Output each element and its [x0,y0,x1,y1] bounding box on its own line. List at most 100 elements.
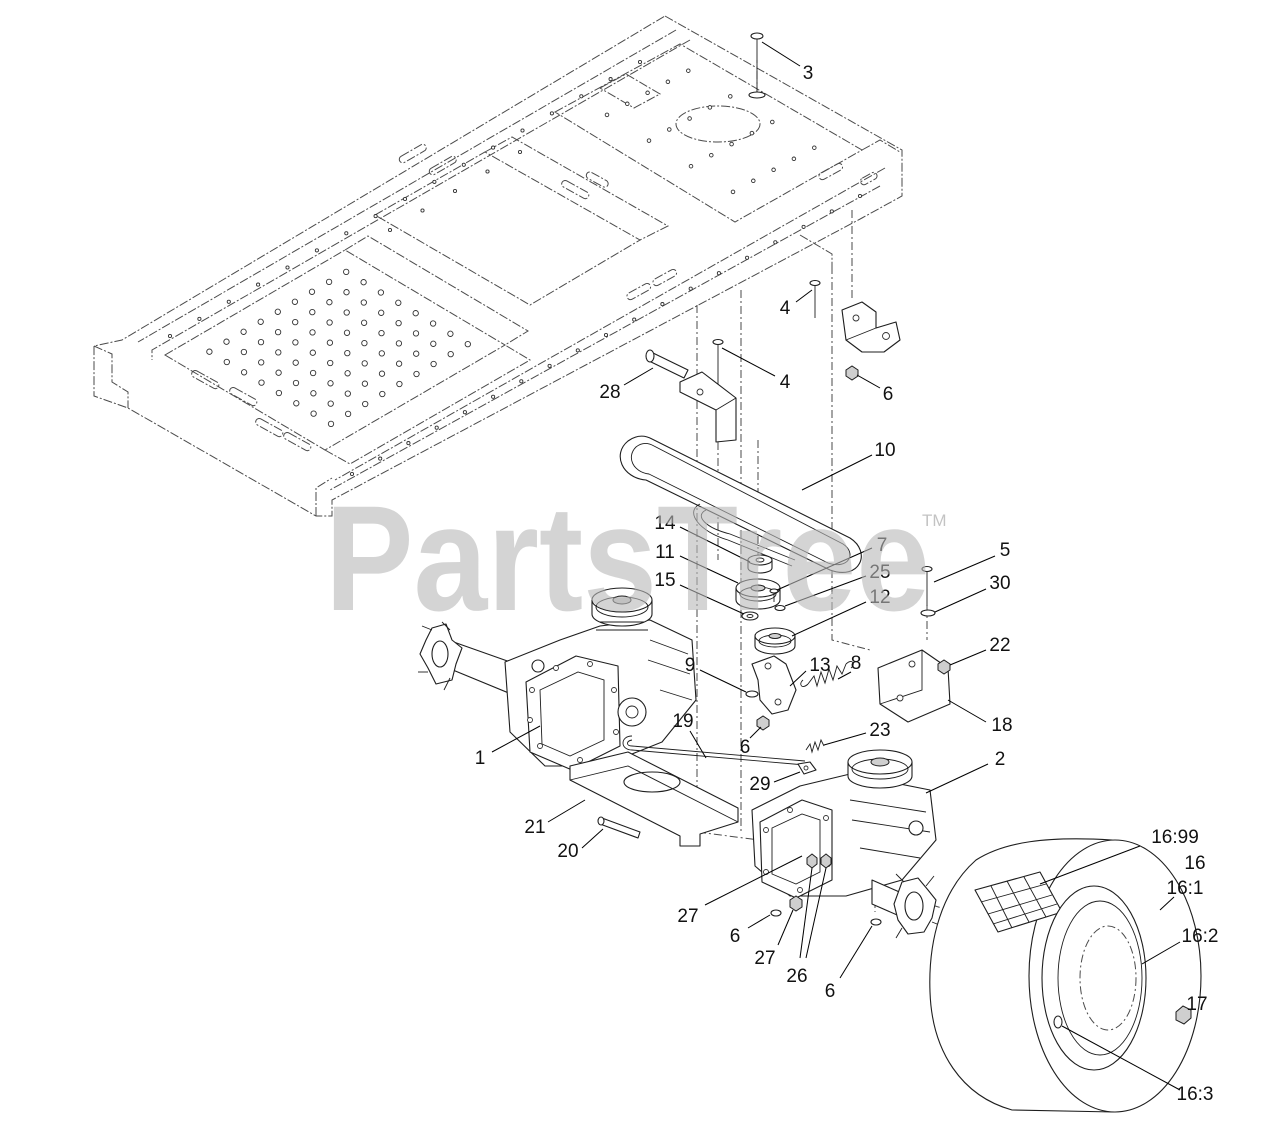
wheel-stud [443,677,451,691]
callout-label[interactable]: 3 [803,63,814,84]
callout-17[interactable]: 17 [1186,994,1207,1015]
frame-hole [344,231,349,236]
callout-label[interactable]: 28 [599,382,620,403]
input-pulley-hub [870,757,890,767]
callout-label[interactable]: 27 [677,906,698,927]
callout-27-left[interactable]: 27 [677,855,803,927]
frame-hole [379,390,386,398]
callout-label[interactable]: 16:3 [1177,1084,1214,1105]
callout-label[interactable]: 9 [685,655,696,676]
callout-label[interactable]: 7 [877,535,888,556]
callout-label[interactable]: 11 [655,542,675,563]
frame-hole [395,319,402,327]
callout-label[interactable]: 16:1 [1167,878,1204,899]
callout-label[interactable]: 6 [730,926,741,947]
callout-4-middle[interactable]: 4 [721,347,791,393]
callout-8[interactable]: 8 [837,653,862,680]
frame-hole [745,255,750,260]
callout-19[interactable]: 19 [672,711,707,759]
callout-11[interactable]: 11 [655,542,739,584]
callout-18[interactable]: 18 [947,699,1013,736]
callout-10[interactable]: 10 [801,440,896,491]
callout-label[interactable]: 8 [851,653,862,674]
callout-label[interactable]: 1 [475,748,486,769]
callout-label[interactable]: 19 [672,711,693,732]
callout-4-right[interactable]: 4 [780,289,813,319]
callout-14[interactable]: 14 [654,513,751,563]
callout-12[interactable]: 12 [791,587,891,637]
callout-label[interactable]: 30 [989,573,1010,594]
callout-27-bottom[interactable]: 27 [754,909,794,969]
frame-hole [349,471,355,477]
callout-2[interactable]: 2 [925,749,1006,794]
callout-16[interactable]: 16 [1184,853,1205,874]
callout-13[interactable]: 13 [789,655,831,687]
callout-label[interactable]: 29 [749,774,770,795]
callout-label[interactable]: 23 [869,720,890,741]
callout-label[interactable]: 2 [995,749,1006,770]
callout-label[interactable]: 4 [780,372,791,393]
callout-21[interactable]: 21 [524,799,586,838]
callout-30[interactable]: 30 [934,573,1011,613]
callout-16-99[interactable]: 16:99 [1039,827,1199,885]
spring-hook [800,679,809,687]
callout-9[interactable]: 9 [685,655,747,693]
callout-label[interactable]: 13 [809,655,830,676]
callout-label[interactable]: 18 [991,715,1012,736]
callout-label[interactable]: 6 [825,981,836,1002]
frame-hole [396,380,403,388]
rear-plate [553,43,864,223]
callout-28[interactable]: 28 [599,367,654,403]
callout-16-2[interactable]: 16:2 [1141,926,1219,965]
callout-label[interactable]: 27 [754,948,775,969]
callout-label[interactable]: 21 [524,817,545,838]
callout-1[interactable]: 1 [475,725,541,769]
frame-hole [327,380,334,387]
callout-label[interactable]: 6 [740,737,751,758]
callout-label[interactable]: 22 [989,635,1010,656]
callout-label[interactable]: 16 [1184,853,1205,874]
callout-6-top[interactable]: 6 [856,374,894,405]
cover-bolt [763,827,769,833]
frame-hole [197,316,202,321]
callout-label[interactable]: 25 [869,562,890,583]
callout-label[interactable]: 6 [883,384,894,405]
callout-label[interactable]: 5 [1000,540,1011,561]
callout-6-bottom-right[interactable]: 6 [825,925,873,1002]
leader-line [721,347,776,377]
callout-23[interactable]: 23 [823,720,891,746]
callout-label[interactable]: 12 [869,587,890,608]
leader-line [704,855,803,906]
frame-hole [256,282,261,287]
callout-label[interactable]: 26 [786,966,807,987]
bolt-washer [748,91,766,99]
callout-16-3[interactable]: 16:3 [1061,1025,1214,1105]
callout-label[interactable]: 10 [874,440,895,461]
callout-label[interactable]: 17 [1186,994,1207,1015]
callout-label[interactable]: 14 [654,513,676,534]
washer [741,611,759,621]
clip-hole [803,765,809,771]
callout-label[interactable]: 4 [780,298,791,319]
callout-20[interactable]: 20 [557,828,604,862]
callout-6-bottom-left[interactable]: 6 [730,914,771,947]
callout-6-middle[interactable]: 6 [740,726,762,758]
frame-hole [491,145,496,150]
frame-hole [812,145,817,150]
callout-label[interactable]: 20 [557,841,578,862]
callout-label[interactable]: 15 [654,570,675,591]
callout-15[interactable]: 15 [654,570,745,615]
callout-26[interactable]: 26 [786,867,827,987]
frame-hole [547,363,552,368]
bolt-head [769,588,779,594]
callout-5[interactable]: 5 [933,540,1011,583]
callout-3[interactable]: 3 [761,41,814,84]
callout-29[interactable]: 29 [749,771,801,795]
callout-label[interactable]: 16:99 [1151,827,1199,848]
wheel-stud [925,875,935,887]
callout-22[interactable]: 22 [949,635,1011,666]
callout-25[interactable]: 25 [784,562,891,607]
callout-7[interactable]: 7 [776,535,888,591]
callout-16-1[interactable]: 16:1 [1159,878,1204,911]
callout-label[interactable]: 16:2 [1182,926,1219,947]
